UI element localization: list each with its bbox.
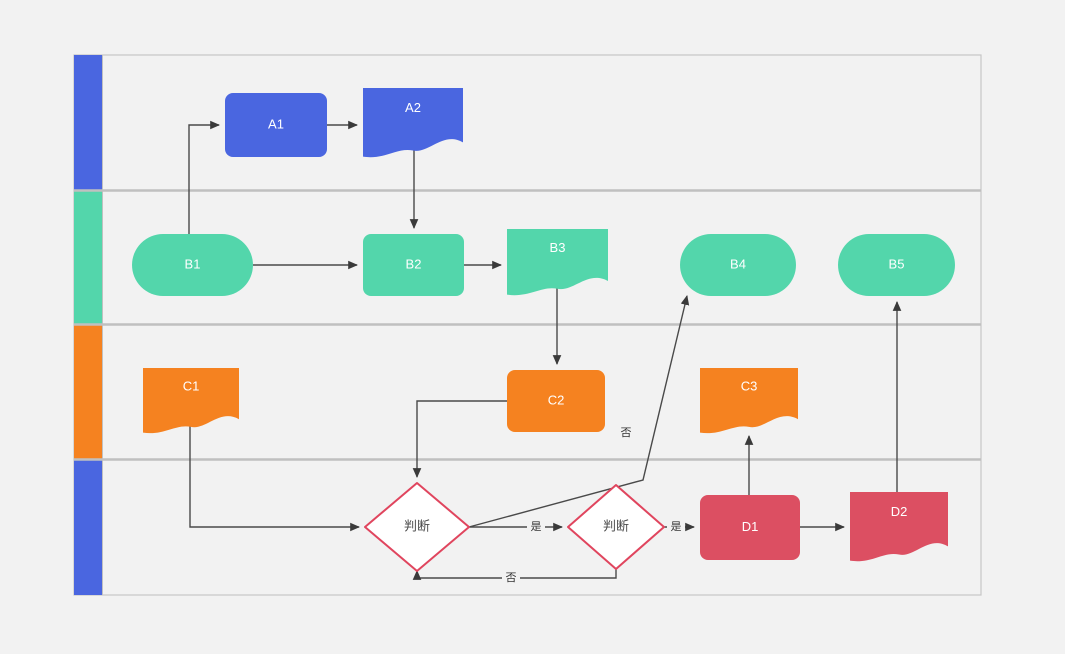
node-shape-document[interactable] <box>700 368 798 434</box>
edge-label-e-j1-b4: 否 <box>621 426 632 439</box>
edge-layer <box>188 120 902 580</box>
node-B5[interactable]: B5 <box>838 234 955 296</box>
edge-e-c2-j1 <box>412 400 507 478</box>
node-C1[interactable]: C1 <box>143 368 239 434</box>
node-shape-document[interactable] <box>507 229 608 296</box>
node-label-B5: B5 <box>889 256 905 271</box>
edge-label-group-e-j1-b4: 否 <box>617 424 635 442</box>
node-shape-rounded-rect[interactable] <box>507 370 605 432</box>
node-label-D2: D2 <box>891 504 908 519</box>
node-label-C3: C3 <box>741 379 758 394</box>
edge-e-j1-b4 <box>468 295 690 528</box>
node-label-J1: 判断 <box>404 520 430 535</box>
edge-label-group-e-j2-j1: 否 <box>502 569 520 587</box>
lane-divider-layer <box>74 55 981 595</box>
node-label-J2: 判断 <box>603 520 629 535</box>
node-D1[interactable]: D1 <box>700 495 800 560</box>
node-J1[interactable]: 判断 <box>364 482 470 572</box>
node-D2[interactable]: D2 <box>850 492 948 562</box>
node-shape-diamond[interactable] <box>364 482 470 572</box>
node-label-B2: B2 <box>406 256 422 271</box>
lane-band-layer <box>74 55 102 595</box>
node-shape-stadium[interactable] <box>132 234 253 296</box>
node-B3[interactable]: B3 <box>507 229 608 296</box>
node-B4[interactable]: B4 <box>680 234 796 296</box>
node-label-A2: A2 <box>405 100 421 115</box>
node-label-B1: B1 <box>185 256 201 271</box>
node-J2[interactable]: 判断 <box>567 484 665 570</box>
node-A1[interactable]: A1 <box>225 93 327 157</box>
node-C2[interactable]: C2 <box>507 370 605 432</box>
node-label-C1: C1 <box>183 379 200 394</box>
edge-label-bg <box>502 569 520 587</box>
node-label-B4: B4 <box>730 256 746 271</box>
node-shape-rounded-rect[interactable] <box>225 93 327 157</box>
lane-band-lane-b <box>74 191 102 324</box>
edge-label-group-e-j2-d1: 是 <box>667 518 685 536</box>
edge-label-bg <box>617 424 635 442</box>
edge-e-b1-a1 <box>188 120 220 234</box>
lane-band-lane-d <box>74 460 102 595</box>
edge-e-c1-j1 <box>189 424 360 532</box>
node-label-B3: B3 <box>550 240 566 255</box>
node-shape-rounded-rect[interactable] <box>700 495 800 560</box>
edge-label-bg <box>527 518 545 536</box>
node-shape-rounded-rect[interactable] <box>363 234 464 296</box>
edge-label-group-e-j1-j2: 是 <box>527 518 545 536</box>
edge-label-e-j1-j2: 是 <box>531 520 542 533</box>
node-C3[interactable]: C3 <box>700 368 798 434</box>
node-label-D1: D1 <box>742 519 759 534</box>
node-label-C2: C2 <box>548 392 565 407</box>
lane-band-lane-c <box>74 325 102 459</box>
node-B2[interactable]: B2 <box>363 234 464 296</box>
node-label-A1: A1 <box>268 116 284 131</box>
edge-label-bg <box>667 518 685 536</box>
edge-label-e-j2-d1: 是 <box>671 520 682 533</box>
node-shape-stadium[interactable] <box>680 234 796 296</box>
node-shape-stadium[interactable] <box>838 234 955 296</box>
node-A2[interactable]: A2 <box>363 88 463 158</box>
edge-label-e-j2-j1: 否 <box>506 571 517 584</box>
node-shape-document[interactable] <box>363 88 463 158</box>
node-shape-diamond[interactable] <box>567 484 665 570</box>
node-B1[interactable]: B1 <box>132 234 253 296</box>
node-shape-document[interactable] <box>850 492 948 562</box>
lane-band-lane-a <box>74 55 102 190</box>
node-shape-document[interactable] <box>143 368 239 434</box>
